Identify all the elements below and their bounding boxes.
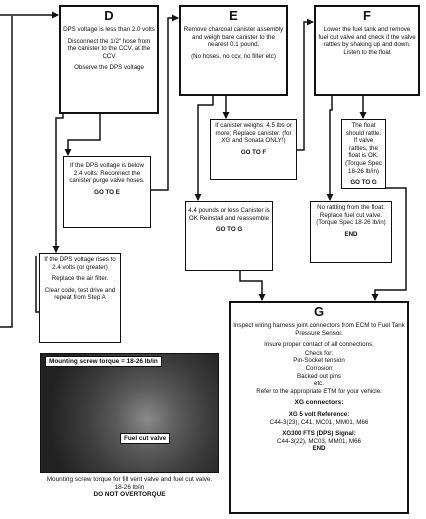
caption-line-2: 18-26 lb/in: [114, 483, 145, 491]
step-f-text-1: Lower the fuel tank and remove fuel cut …: [318, 26, 416, 56]
step-f-heading: F: [363, 8, 371, 23]
step-g-text-2: Insure proper contact of all connections…: [264, 341, 374, 349]
dps-below-box: If the DPS voltage is below 2.4 volts: R…: [63, 156, 151, 228]
step-g-sig-title: XG300 FTS (DPS) Signal:: [282, 430, 356, 438]
step-g-ref-values: C44-3(23), C41, MC01, MM01, M66: [269, 418, 369, 426]
step-g-text-1: Inspect wiring harness joint connectors …: [233, 322, 405, 337]
caption-line-1: Mounting screw torque for fill vent valv…: [46, 476, 213, 483]
step-d-text-3: Observe the DPS voltage: [74, 64, 144, 72]
step-d-text-1: DPS voltage is less than 2.0 volts: [63, 26, 155, 33]
f-to-norattle-arrow: [326, 95, 334, 201]
step-g-box: G Inspect wiring harness joint connector…: [229, 301, 409, 514]
step-g-text-4: Refer to the appropriate ETM for your ve…: [256, 387, 382, 395]
step-e-heading: E: [229, 8, 238, 23]
float-norattle-text: No rattling from the float: Replace fuel…: [316, 204, 386, 227]
dps-rises-text-3: Clear code, test drive and repeat from S…: [44, 286, 116, 302]
canister-under-text: 4.4 pounds or less Canister is OK Reinst…: [188, 207, 270, 222]
photo-torque-banner: Mounting screw torque = 18-26 lb/in: [45, 356, 162, 367]
photo-caption: Mounting screw torque for fill vent valv…: [40, 476, 219, 499]
fuel-cut-valve-photo: Mounting screw torque = 18-26 lb/in Fuel…: [40, 353, 219, 473]
step-d-text-2: Disconnect the 1/2" hose from the canist…: [67, 37, 151, 60]
e-to-under-arrow: [194, 95, 214, 201]
under-to-g-arrow: [239, 270, 266, 301]
photo-fuel-cut-tag: Fuel cut valve: [120, 433, 171, 444]
step-g-ref-title: XG 5 volt Reference:: [288, 410, 350, 418]
over-to-f-arrow: [297, 18, 314, 151]
step-d-heading: D: [104, 8, 114, 23]
step-g-connectors-title: XG connectors:: [294, 399, 344, 407]
rattles-to-g-arrow: [371, 187, 407, 301]
d-to-rises-arrow: [52, 113, 64, 253]
canister-under-goto: GO TO G: [215, 226, 243, 234]
step-g-check-3: Backed out pins: [296, 372, 342, 380]
step-g-heading: G: [313, 304, 325, 319]
dps-rises-text-1: If the DPS voltage rises to 2.4 volts (o…: [44, 256, 116, 271]
step-g-end: END: [312, 445, 326, 453]
float-rattles-box: The float should rattle. If valve rattle…: [341, 119, 386, 189]
return-line-outer: [0, 16, 13, 328]
float-rattles-text: The float should rattle. If valve rattle…: [345, 122, 382, 175]
step-g-check-2: Corrosion: [305, 364, 333, 372]
d-to-below-arrow: [64, 113, 101, 156]
step-d-box: D DPS voltage is less than 2.0 volts Dis…: [59, 5, 159, 114]
float-norattle-goto: END: [344, 230, 358, 238]
step-e-text-1: Remove charcoal canister assembly and we…: [183, 26, 284, 49]
float-rattles-goto: GO TO G: [350, 179, 377, 187]
canister-over-box: If canister weighs: 4.5 lbs or more; Rep…: [210, 119, 297, 180]
step-g-sig-values: C44-3(22), MC03, MM01, M66: [277, 437, 361, 445]
step-f-box: F Lower the fuel tank and remove fuel cu…: [314, 5, 420, 96]
dps-below-text: If the DPS voltage is below 2.4 volts: R…: [69, 162, 145, 185]
dps-rises-text-2: Replace the air filter.: [51, 275, 109, 283]
caption-line-3: DO NOT OVERTORQUE: [93, 491, 166, 499]
dps-below-goto: GO TO E: [94, 188, 120, 196]
below-to-e-arrow: [150, 14, 179, 191]
step-g-check-1: Pin-Socket tension: [293, 357, 345, 365]
step-e-text-2: (No hoses, no ccv, no filter etc): [191, 52, 276, 60]
step-g-check-4: etc.: [314, 380, 324, 388]
canister-over-text: If canister weighs: 4.5 lbs or more; Rep…: [215, 122, 292, 145]
step-g-check-label: Check for:: [304, 349, 334, 357]
float-norattle-box: No rattling from the float: Replace fuel…: [310, 201, 392, 263]
step-e-box: E Remove charcoal canister assembly and …: [179, 5, 288, 96]
canister-under-box: 4.4 pounds or less Canister is OK Reinst…: [185, 201, 273, 271]
canister-over-goto: GO TO F: [240, 148, 267, 156]
dps-rises-box: If the DPS voltage rises to 2.4 volts (o…: [39, 253, 121, 343]
